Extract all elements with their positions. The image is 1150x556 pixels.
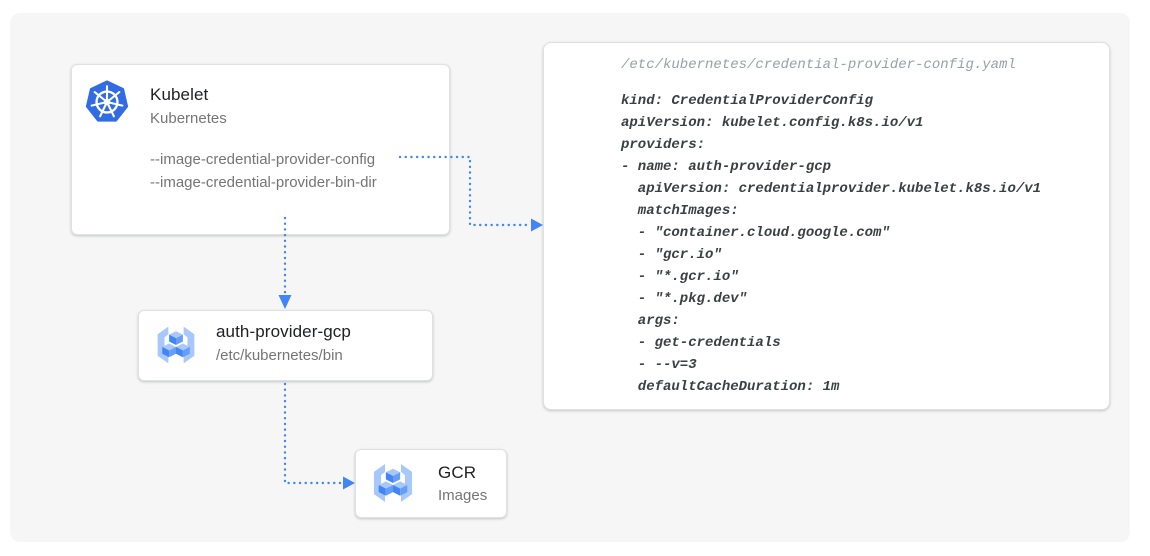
- config-yaml-code: kind: CredentialProviderConfig apiVersio…: [621, 93, 1042, 395]
- config-file-path: /etc/kubernetes/credential-provider-conf…: [621, 57, 1016, 73]
- container-registry-icon: [366, 460, 420, 508]
- kubelet-cli-flags: --image-credential-provider-config --ima…: [150, 151, 377, 191]
- container-registry-icon: [150, 323, 202, 369]
- gcr-subtitle: Images: [438, 487, 488, 504]
- kubelet-title: Kubelet: [150, 85, 209, 104]
- auth-provider-card: auth-provider-gcp /etc/kubernetes/bin: [138, 310, 433, 381]
- auth-provider-title: auth-provider-gcp: [216, 322, 351, 341]
- kubelet-card: Kubelet Kubernetes --image-credential-pr…: [71, 64, 450, 235]
- kubelet-subtitle: Kubernetes: [150, 110, 227, 127]
- kubernetes-helm-icon: [85, 80, 129, 124]
- gcr-title: GCR: [438, 463, 477, 482]
- auth-provider-subtitle: /etc/kubernetes/bin: [216, 347, 343, 364]
- credential-provider-config-panel: /etc/kubernetes/credential-provider-conf…: [543, 42, 1110, 410]
- gcr-card: GCR Images: [355, 449, 507, 518]
